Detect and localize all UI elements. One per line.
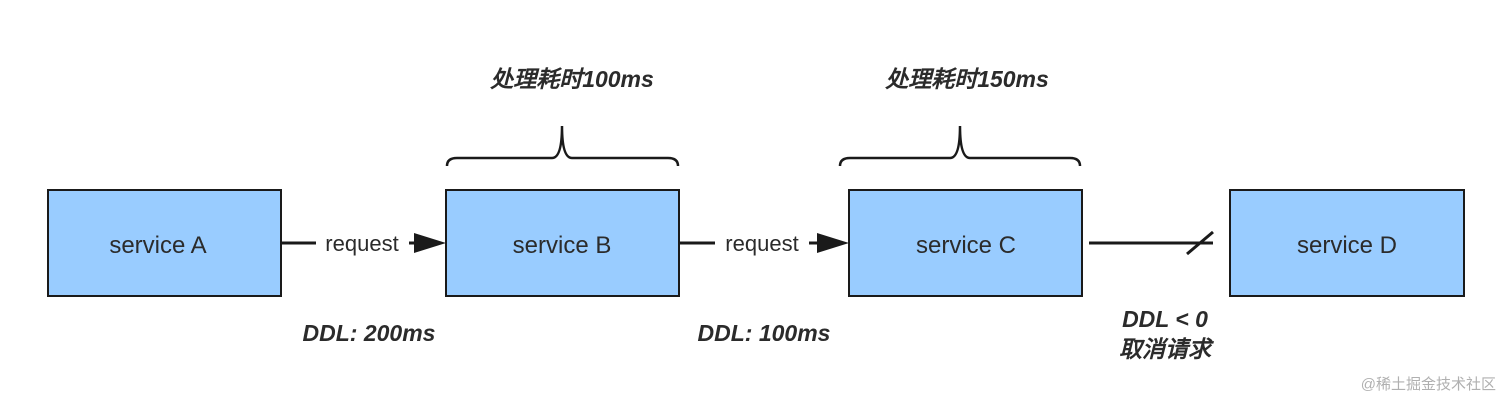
- arrowhead-icon: [414, 233, 446, 253]
- processing-brace-c: [838, 125, 1082, 167]
- service-c-box: service C: [848, 189, 1083, 297]
- edge-b-to-c: request: [680, 231, 849, 256]
- cut-mark-icon: [1186, 230, 1214, 256]
- service-a-label: service A: [109, 232, 206, 259]
- deadline-a: DDL: 200ms: [303, 320, 436, 346]
- deadline-b: DDL: 100ms: [698, 320, 831, 346]
- service-d-label: service D: [1297, 232, 1397, 259]
- processing-brace-b: [445, 125, 680, 167]
- deadline-c: DDL < 0: [1122, 306, 1208, 332]
- arrowhead-icon: [817, 233, 849, 253]
- service-b-label: service B: [513, 232, 612, 259]
- service-d-box: service D: [1229, 189, 1465, 297]
- processing-time-c: 处理耗时150ms: [884, 66, 1049, 92]
- service-a-box: service A: [47, 189, 282, 297]
- processing-time-b: 处理耗时100ms: [489, 66, 654, 92]
- service-c-label: service C: [916, 232, 1016, 259]
- watermark: @稀土掘金技术社区: [1361, 376, 1496, 393]
- service-b-box: service B: [445, 189, 680, 297]
- edge-a-to-b: request: [282, 231, 446, 256]
- edge-c-to-d-cancelled: [1089, 230, 1214, 256]
- edge-b-to-c-label: request: [725, 231, 798, 256]
- edge-a-to-b-label: request: [325, 231, 398, 256]
- cancel-request-note: 取消请求: [1119, 336, 1214, 362]
